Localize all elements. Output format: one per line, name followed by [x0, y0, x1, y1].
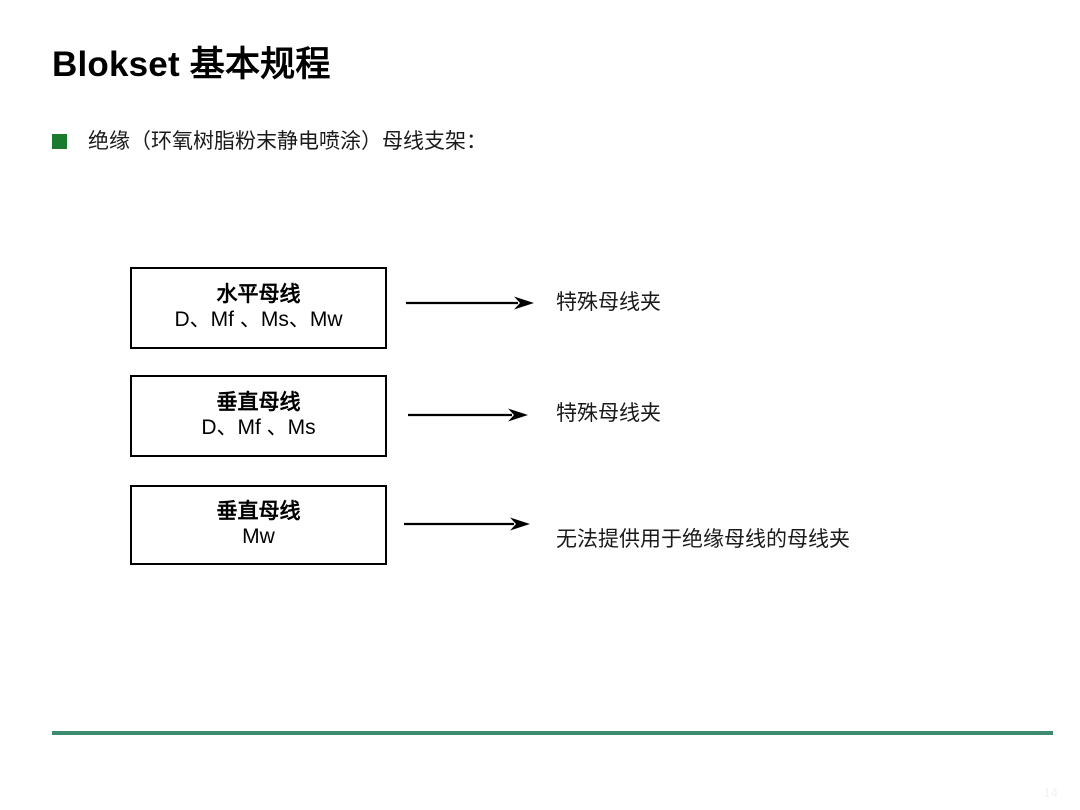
right-arrow-icon — [404, 517, 530, 531]
flow-box-title: 垂直母线 — [216, 390, 301, 415]
flow-box-subtitle: D、Mf 、Ms、Mw — [174, 308, 343, 332]
flow-label-no-clamp-available: 无法提供用于绝缘母线的母线夹 — [556, 527, 850, 551]
flow-label-special-clamp-1: 特殊母线夹 — [556, 290, 661, 314]
flow-box-vertical-busbar-dmfms: 垂直母线 D、Mf 、Ms — [130, 375, 387, 457]
right-arrow-icon — [406, 296, 534, 310]
right-arrow-icon — [408, 408, 528, 422]
page-title: Blokset 基本规程 — [52, 45, 331, 84]
green-square-bullet-icon — [52, 134, 67, 149]
footer-divider — [52, 731, 1053, 735]
flow-box-vertical-busbar-mw: 垂直母线 Mw — [130, 485, 387, 565]
flow-box-title: 垂直母线 — [216, 499, 301, 524]
flow-box-subtitle: Mw — [242, 525, 275, 549]
flow-label-special-clamp-2: 特殊母线夹 — [556, 401, 661, 425]
flow-box-subtitle: D、Mf 、Ms — [201, 416, 316, 440]
bullet-text: 绝缘（环氧树脂粉末静电喷涂）母线支架： — [88, 129, 487, 153]
flow-box-horizontal-busbar: 水平母线 D、Mf 、Ms、Mw — [130, 267, 387, 349]
flow-box-title: 水平母线 — [216, 282, 301, 307]
page-number: 14 — [1043, 785, 1058, 800]
bullet-row: 绝缘（环氧树脂粉末静电喷涂）母线支架： — [52, 131, 487, 152]
